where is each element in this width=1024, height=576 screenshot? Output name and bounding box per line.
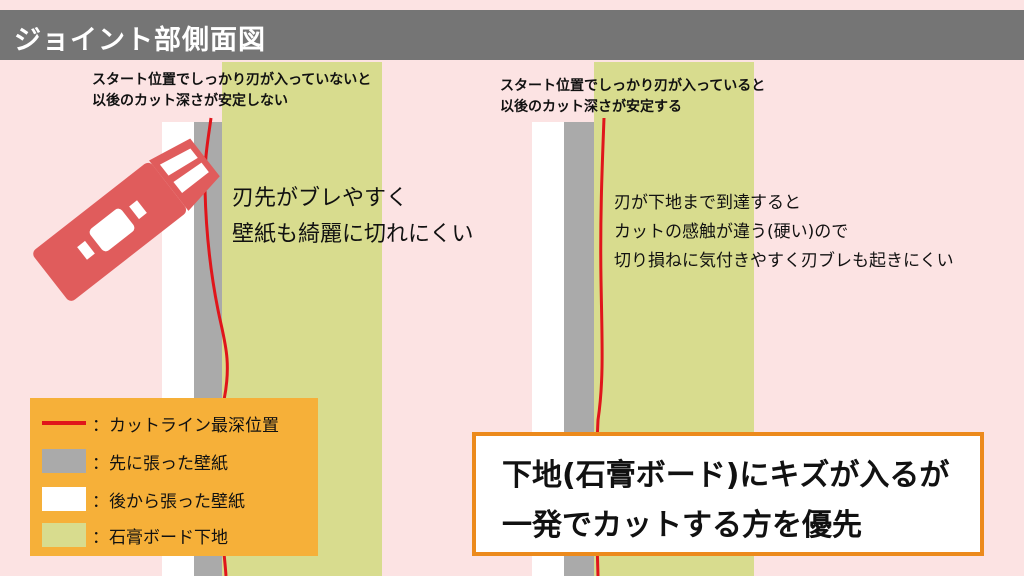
legend-first-wallpaper-swatch [42, 449, 86, 473]
legend-cut-line-swatch [42, 421, 86, 425]
legend-label: ：後から張った壁紙 [92, 491, 245, 512]
title-bar: ジョイント部側面図 [0, 10, 1024, 60]
right-side-note-line-1: 刃が下地まで到達すると [614, 193, 801, 213]
legend-item-cut-line: ：カットライン最深位置 [42, 408, 279, 438]
right-side-note-line-3: 切り損ねに気付きやすく刃ブレも起きにくい [614, 251, 954, 271]
legend-label: ：石膏ボード下地 [92, 527, 228, 548]
conclusion-callout: 下地(石膏ボード)にキズが入るが 一発でカットする方を優先 [472, 432, 984, 556]
legend-item-later-wallpaper: ：後から張った壁紙 [42, 484, 245, 514]
utility-knife-icon [33, 138, 220, 301]
legend-label: ：カットライン最深位置 [92, 415, 279, 436]
page-title: ジョイント部側面図 [14, 25, 266, 56]
legend: ：カットライン最深位置 ：先に張った壁紙 ：後から張った壁紙 ：石膏ボード下地 [30, 398, 318, 556]
legend-label: ：先に張った壁紙 [92, 453, 228, 474]
right-caption-line-1: スタート位置でしっかり刃が入っていると [500, 78, 766, 94]
legend-item-first-wallpaper: ：先に張った壁紙 [42, 446, 228, 476]
callout-line-2: 一発でカットする方を優先 [502, 508, 862, 543]
left-side-note-line-2: 壁紙も綺麗に切れにくい [232, 222, 474, 247]
right-caption-line-2: 以後のカット深さが安定する [500, 99, 682, 115]
legend-gypsum-board-swatch [42, 523, 86, 547]
callout-line-1: 下地(石膏ボード)にキズが入るが [502, 458, 950, 493]
right-side-note-line-2: カットの感触が違う(硬い)ので [614, 222, 849, 242]
legend-item-gypsum-board: ：石膏ボード下地 [42, 520, 228, 550]
legend-later-wallpaper-swatch [42, 487, 86, 511]
left-side-note-line-1: 刃先がブレやすく [232, 186, 409, 211]
left-caption-line-1: スタート位置でしっかり刃が入っていないと [92, 72, 372, 88]
left-caption-line-2: 以後のカット深さが安定しない [92, 93, 288, 109]
